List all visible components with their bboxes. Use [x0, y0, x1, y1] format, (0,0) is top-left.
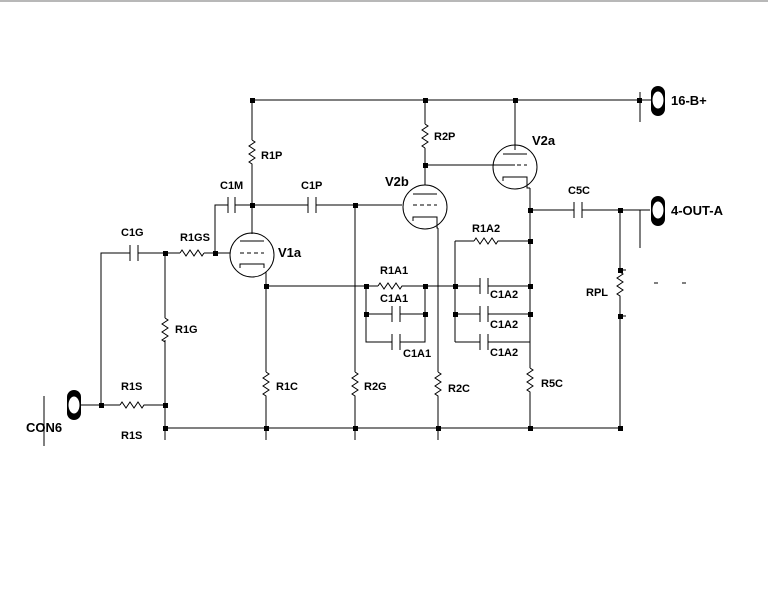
resistor-r2c — [434, 371, 442, 398]
label-r1a2: R1A2 — [472, 223, 500, 235]
label-out: 4-OUT-A — [671, 203, 724, 218]
label-r1s-bottom: R1S — [121, 430, 142, 442]
capacitor-c1g — [129, 245, 139, 261]
resistor-r5c — [526, 367, 534, 398]
resistor-r1p — [248, 139, 256, 167]
label-r5c: R5C — [541, 378, 563, 390]
resistor-r2g — [351, 371, 359, 398]
label-r1c: R1C — [276, 381, 298, 393]
label-c1a1-top: C1A1 — [380, 293, 408, 305]
junction-dots — [99, 98, 642, 431]
connector-out — [651, 196, 665, 226]
label-c5c: C5C — [568, 185, 590, 197]
connector-con6 — [67, 390, 83, 420]
label-c1p: C1P — [301, 180, 322, 192]
resistor-r1a1 — [377, 282, 408, 290]
label-c1a1-bottom: C1A1 — [403, 348, 431, 360]
capacitor-c1a1-a — [391, 306, 401, 322]
label-b-plus: 16-B+ — [671, 93, 707, 108]
label-v2b: V2b — [385, 174, 409, 189]
label-rpl: RPL — [586, 287, 608, 299]
capacitor-c1m — [227, 197, 236, 213]
capacitor-c5c — [573, 202, 583, 218]
label-c1g: C1G — [121, 227, 144, 239]
tube-v1a — [229, 232, 275, 278]
resistors — [119, 123, 624, 409]
resistor-r1a2 — [473, 237, 502, 245]
resistor-r1s — [119, 401, 145, 409]
label-r2g: R2G — [364, 381, 387, 393]
resistor-r1g — [161, 317, 169, 343]
wires — [43, 92, 650, 446]
capacitor-c1a2-a — [479, 278, 489, 294]
label-c1a2-3: C1A2 — [490, 347, 518, 359]
resistor-rpl — [616, 271, 624, 300]
label-r1g: R1G — [175, 324, 198, 336]
connector-b-plus — [650, 86, 665, 116]
label-c1m: C1M — [220, 180, 243, 192]
label-r1gs: R1GS — [180, 232, 210, 244]
label-v1a: V1a — [278, 245, 302, 260]
capacitor-c1a1-b — [391, 334, 401, 350]
capacitors — [129, 197, 583, 350]
label-r2p: R2P — [434, 131, 455, 143]
label-c1a2-2: C1A2 — [490, 319, 518, 331]
resistor-r2p — [421, 123, 429, 149]
capacitor-c1a2-c — [479, 334, 489, 350]
label-r1a1: R1A1 — [380, 265, 408, 277]
tube-v2a — [492, 144, 538, 190]
labels: 16-B+ 4-OUT-A CON6 R1S R1S C1G R1GS R1G … — [26, 93, 724, 442]
capacitor-c1a2-b — [479, 306, 489, 322]
label-c1a2-1: C1A2 — [490, 289, 518, 301]
label-con6: CON6 — [26, 420, 62, 435]
label-r1p: R1P — [261, 150, 282, 162]
resistor-r1c — [262, 371, 270, 398]
tube-v2b — [402, 184, 448, 230]
resistor-r1gs — [179, 249, 205, 257]
window-top-border — [0, 0, 768, 2]
capacitor-c1p — [307, 197, 317, 213]
label-v2a: V2a — [532, 133, 556, 148]
label-r2c: R2C — [448, 383, 470, 395]
label-r1s-top: R1S — [121, 381, 142, 393]
